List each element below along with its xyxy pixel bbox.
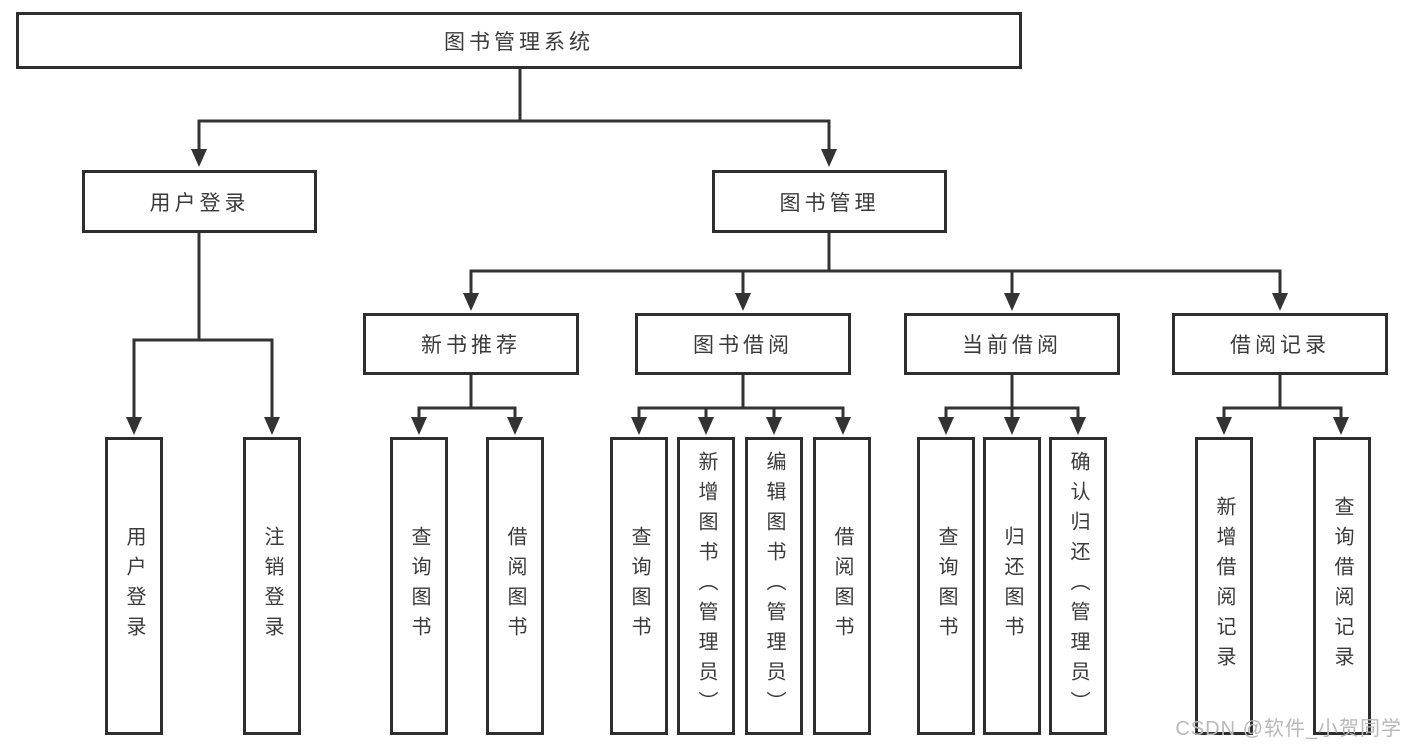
arrowhead (1004, 293, 1020, 311)
arrowhead (835, 417, 851, 435)
leaf-edit-books-admin: 编辑图书（管理员） (745, 437, 803, 735)
arrowhead (1272, 293, 1288, 311)
arrowhead (938, 417, 954, 435)
arrowhead (126, 417, 142, 435)
leaf-add-borrow-record: 新增借阅记录 (1195, 437, 1253, 735)
node-borrow-records: 借阅记录 (1172, 313, 1388, 375)
leaf-add-books-admin: 新增图书（管理员） (677, 437, 735, 735)
edges-root (191, 69, 837, 167)
edge-line (1222, 406, 1343, 418)
leaf-logout: 注销登录 (243, 437, 301, 735)
arrowhead (507, 417, 523, 435)
edges-book-borrow (631, 375, 851, 435)
arrowhead (1333, 417, 1349, 435)
node-book-management: 图书管理 (712, 170, 947, 233)
arrowhead (1070, 417, 1086, 435)
edge-line (637, 406, 845, 418)
leaf-borrow-query-books: 查询图书 (610, 437, 668, 735)
arrowhead (698, 417, 714, 435)
edge-line (944, 406, 1080, 418)
edges-new-book-recommend (411, 375, 523, 435)
leaf-confirm-return-admin: 确认归还（管理员） (1049, 437, 1107, 735)
leaf-borrow-books: 借阅图书 (813, 437, 871, 735)
edges-user-login (126, 233, 280, 435)
leaf-recommend-query-books: 查询图书 (390, 437, 448, 735)
arrowhead (735, 293, 751, 311)
node-root: 图书管理系统 (16, 12, 1022, 69)
leaf-query-borrow-record: 查询借阅记录 (1313, 437, 1371, 735)
node-user-login: 用户登录 (82, 170, 317, 233)
leaf-user-login: 用户登录 (105, 437, 163, 735)
node-current-borrow: 当前借阅 (904, 313, 1120, 375)
arrowhead (1004, 417, 1020, 435)
edge-line (469, 269, 1282, 293)
arrowhead (411, 417, 427, 435)
arrowhead (766, 417, 782, 435)
arrowhead (1216, 417, 1232, 435)
arrowhead (191, 149, 207, 167)
node-book-borrow: 图书借阅 (635, 313, 851, 375)
edge-line (417, 406, 517, 418)
leaf-return-books: 归还图书 (983, 437, 1041, 735)
arrowhead (264, 417, 280, 435)
edges-book-management (463, 233, 1288, 311)
arrowhead (463, 293, 479, 311)
leaf-current-query-books: 查询图书 (917, 437, 975, 735)
arrowhead (631, 417, 647, 435)
node-new-book-recommend: 新书推荐 (363, 313, 579, 375)
edge-line (197, 119, 831, 150)
edge-line (132, 338, 274, 418)
edges-borrow-records (1216, 375, 1349, 435)
leaf-recommend-borrow-books: 借阅图书 (486, 437, 544, 735)
arrowhead (821, 149, 837, 167)
edges-current-borrow (938, 375, 1086, 435)
csdn-watermark: CSDN @软件_小贺同学 (1175, 718, 1402, 740)
